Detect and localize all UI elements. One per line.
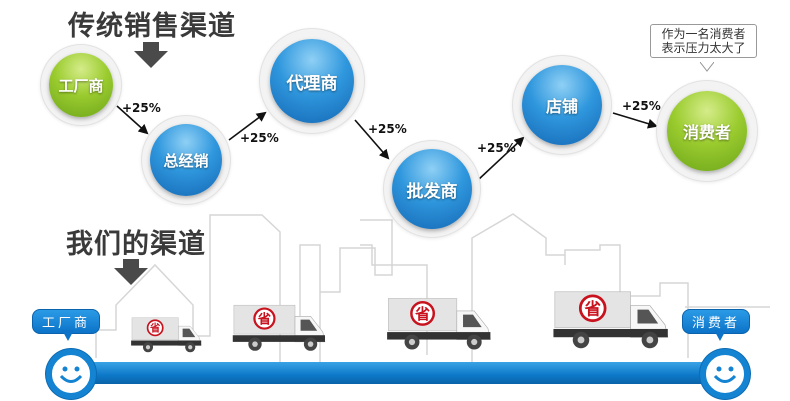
svg-text:省: 省 [414,305,430,323]
node-label: 代理商 [270,39,354,123]
node-label: 工厂商 [49,53,113,117]
our-channel-title: 我们的渠道 [66,229,206,260]
tag-pointer [62,330,74,341]
node-label: 消费者 [667,91,747,171]
svg-text:省: 省 [583,298,601,318]
truck-icon: 省 [232,304,326,351]
consumer-speech-bubble: 作为一名消费者 表示压力太大了 [650,24,757,58]
node-store: 店铺 [512,55,612,155]
truck-icon: 省 [387,298,491,350]
bubble-pointer [700,62,714,72]
node-label: 店铺 [522,65,602,145]
svg-text:省: 省 [149,322,160,335]
node-label: 总经销 [150,124,222,196]
node-general-distributor: 总经销 [141,115,231,205]
truck-icon: 省 [553,291,669,349]
markup-label: +25% [368,122,407,136]
markup-label: +25% [477,141,516,155]
truck-icon: 省 [131,317,202,353]
direct-route-bar [60,362,720,384]
traditional-channel-title: 传统销售渠道 [68,11,236,42]
node-wholesaler: 批发商 [383,140,481,238]
bubble-line-2: 表示压力太大了 [661,41,746,55]
node-agent: 代理商 [259,28,365,134]
node-consumer: 消费者 [656,80,758,182]
svg-text:省: 省 [257,311,271,328]
markup-label: +25% [240,131,279,145]
markup-label: +25% [622,99,661,113]
node-factory: 工厂商 [40,44,122,126]
markup-label: +25% [122,101,161,115]
tag-pointer [714,330,726,341]
end-smiley-icon [700,349,750,399]
down-arrow-icon [114,259,148,285]
start-factory-tag: 工厂商 [32,309,101,334]
node-label: 批发商 [392,149,472,229]
bubble-line-1: 作为一名消费者 [661,27,746,41]
down-arrow-icon [134,42,168,68]
start-smiley-icon [46,349,96,399]
